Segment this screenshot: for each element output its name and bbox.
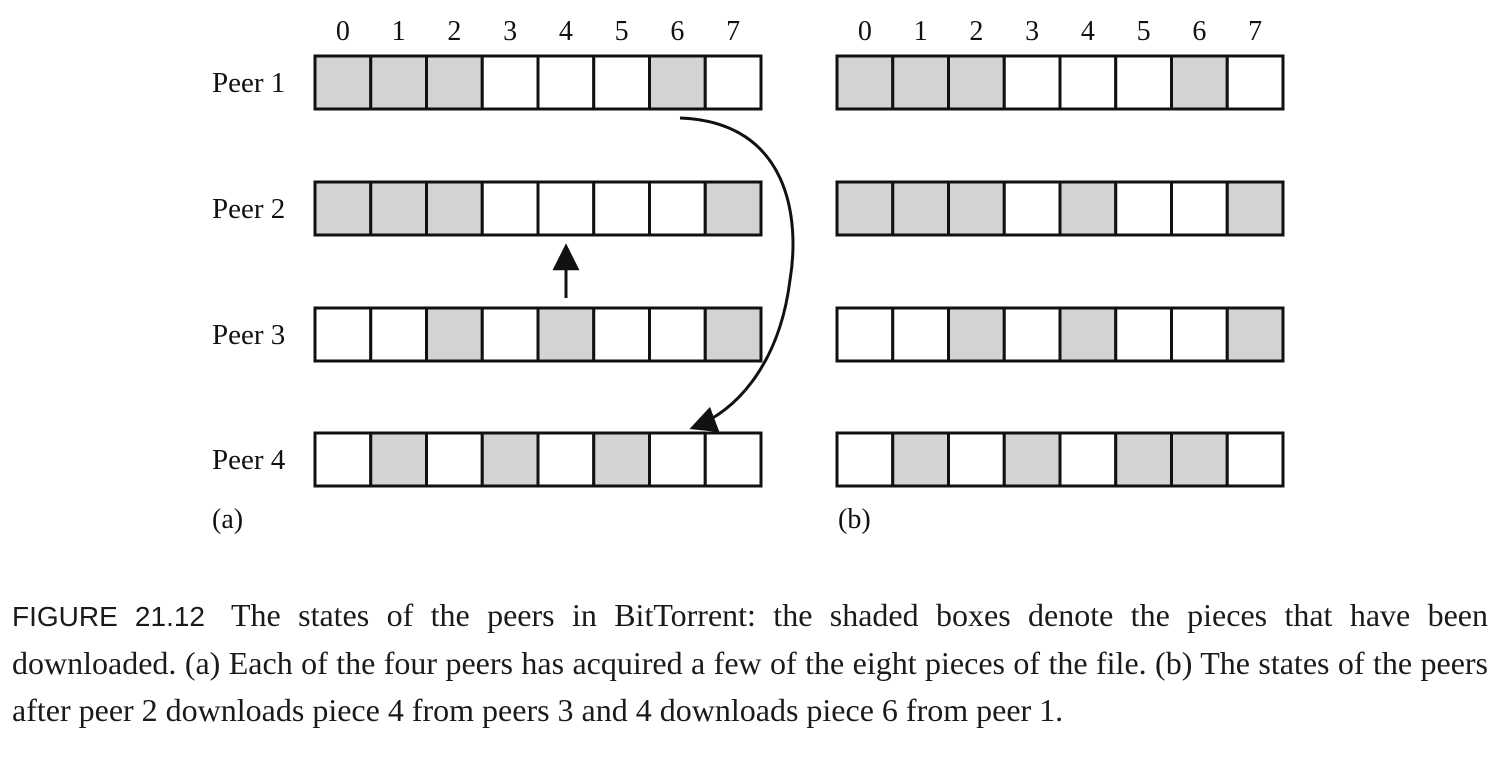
piece-cell-downloaded (425, 180, 484, 237)
column-index: 3 (503, 16, 517, 47)
piece-cell-missing (1002, 54, 1062, 111)
piece-cell-downloaded (1058, 180, 1118, 237)
piece-cell-downloaded (369, 54, 428, 111)
piece-cell-missing (947, 431, 1006, 488)
column-index: 1 (914, 16, 928, 47)
piece-cell-missing (536, 54, 596, 111)
piece-cell-downloaded (313, 180, 373, 237)
piece-cell-downloaded (1170, 431, 1229, 488)
piece-cell-missing (1225, 54, 1285, 111)
panel-b: 0 1 2 3 4 5 6 7 (b) (835, 16, 1285, 535)
piece-cell-missing (1058, 54, 1118, 111)
piece-cell-downloaded (1225, 306, 1285, 363)
column-index: 2 (447, 16, 461, 47)
piece-cell-missing (703, 431, 763, 488)
piece-cell-downloaded (947, 54, 1006, 111)
column-index: 5 (615, 16, 629, 47)
piece-cell-missing (703, 54, 763, 111)
peer-label: Peer 3 (212, 319, 285, 351)
column-index: 4 (1081, 16, 1095, 47)
piece-cell-missing (592, 306, 651, 363)
piece-cell-downloaded (1058, 306, 1118, 363)
piece-cell-downloaded (425, 54, 484, 111)
piece-cell-missing (536, 431, 596, 488)
piece-cell-downloaded (648, 54, 707, 111)
piece-cell-missing (480, 180, 540, 237)
piece-cell-missing (592, 180, 651, 237)
piece-cell-downloaded (369, 180, 428, 237)
piece-cell-missing (648, 431, 707, 488)
piece-cell-downloaded (1002, 431, 1062, 488)
piece-cell-missing (648, 180, 707, 237)
column-index: 7 (1248, 16, 1262, 47)
column-index: 0 (858, 16, 872, 47)
piece-cell-missing (835, 431, 895, 488)
piece-cell-missing (1114, 180, 1173, 237)
piece-cell-missing (480, 306, 540, 363)
piece-cell-downloaded (947, 180, 1006, 237)
piece-cell-missing (592, 54, 651, 111)
piece-cell-downloaded (480, 431, 540, 488)
piece-cell-downloaded (369, 431, 428, 488)
column-index: 4 (559, 16, 573, 47)
piece-cell-downloaded (425, 306, 484, 363)
piece-cell-downloaded (891, 180, 950, 237)
piece-cell-missing (1002, 306, 1062, 363)
piece-cell-downloaded (947, 306, 1006, 363)
piece-cell-missing (1002, 180, 1062, 237)
peer-label: Peer 1 (212, 67, 285, 99)
column-index: 0 (336, 16, 350, 47)
piece-cell-downloaded (1225, 180, 1285, 237)
figure-label: FIGURE 21.12 (12, 601, 205, 632)
peer-label: Peer 4 (212, 444, 286, 476)
piece-cell-downloaded (536, 306, 596, 363)
column-index: 3 (1025, 16, 1039, 47)
piece-cell-missing (425, 431, 484, 488)
panel-label: (b) (838, 504, 871, 535)
piece-cell-downloaded (835, 54, 895, 111)
piece-cell-downloaded (835, 180, 895, 237)
piece-cell-missing (1058, 431, 1118, 488)
piece-cell-missing (1170, 180, 1229, 237)
column-index: 6 (1192, 16, 1206, 47)
piece-cell-downloaded (891, 431, 950, 488)
piece-cell-missing (369, 306, 428, 363)
piece-cell-missing (835, 306, 895, 363)
piece-cell-downloaded (313, 54, 373, 111)
piece-cell-missing (536, 180, 596, 237)
column-index: 2 (969, 16, 983, 47)
column-index: 7 (726, 16, 740, 47)
panel-label: (a) (212, 504, 243, 535)
column-index: 6 (670, 16, 684, 47)
piece-cell-missing (1114, 306, 1173, 363)
piece-cell-missing (480, 54, 540, 111)
piece-cell-missing (313, 306, 373, 363)
caption-text: The states of the peers in BitTorrent: t… (12, 597, 1488, 728)
piece-cell-downloaded (1170, 54, 1229, 111)
piece-cell-downloaded (1114, 431, 1173, 488)
piece-cell-missing (313, 431, 373, 488)
piece-cell-missing (648, 306, 707, 363)
column-index: 5 (1137, 16, 1151, 47)
piece-cell-downloaded (703, 306, 763, 363)
piece-cell-missing (1170, 306, 1229, 363)
piece-cell-missing (1225, 431, 1285, 488)
piece-cell-missing (891, 306, 950, 363)
piece-cell-downloaded (592, 431, 651, 488)
piece-cell-missing (1114, 54, 1173, 111)
transfer-arrows (552, 116, 795, 433)
column-index: 1 (392, 16, 406, 47)
piece-cell-downloaded (703, 180, 763, 237)
transfer-arrow-peer1-to-peer4 (679, 116, 795, 433)
piece-cell-downloaded (891, 54, 950, 111)
peer-label: Peer 2 (212, 193, 285, 225)
